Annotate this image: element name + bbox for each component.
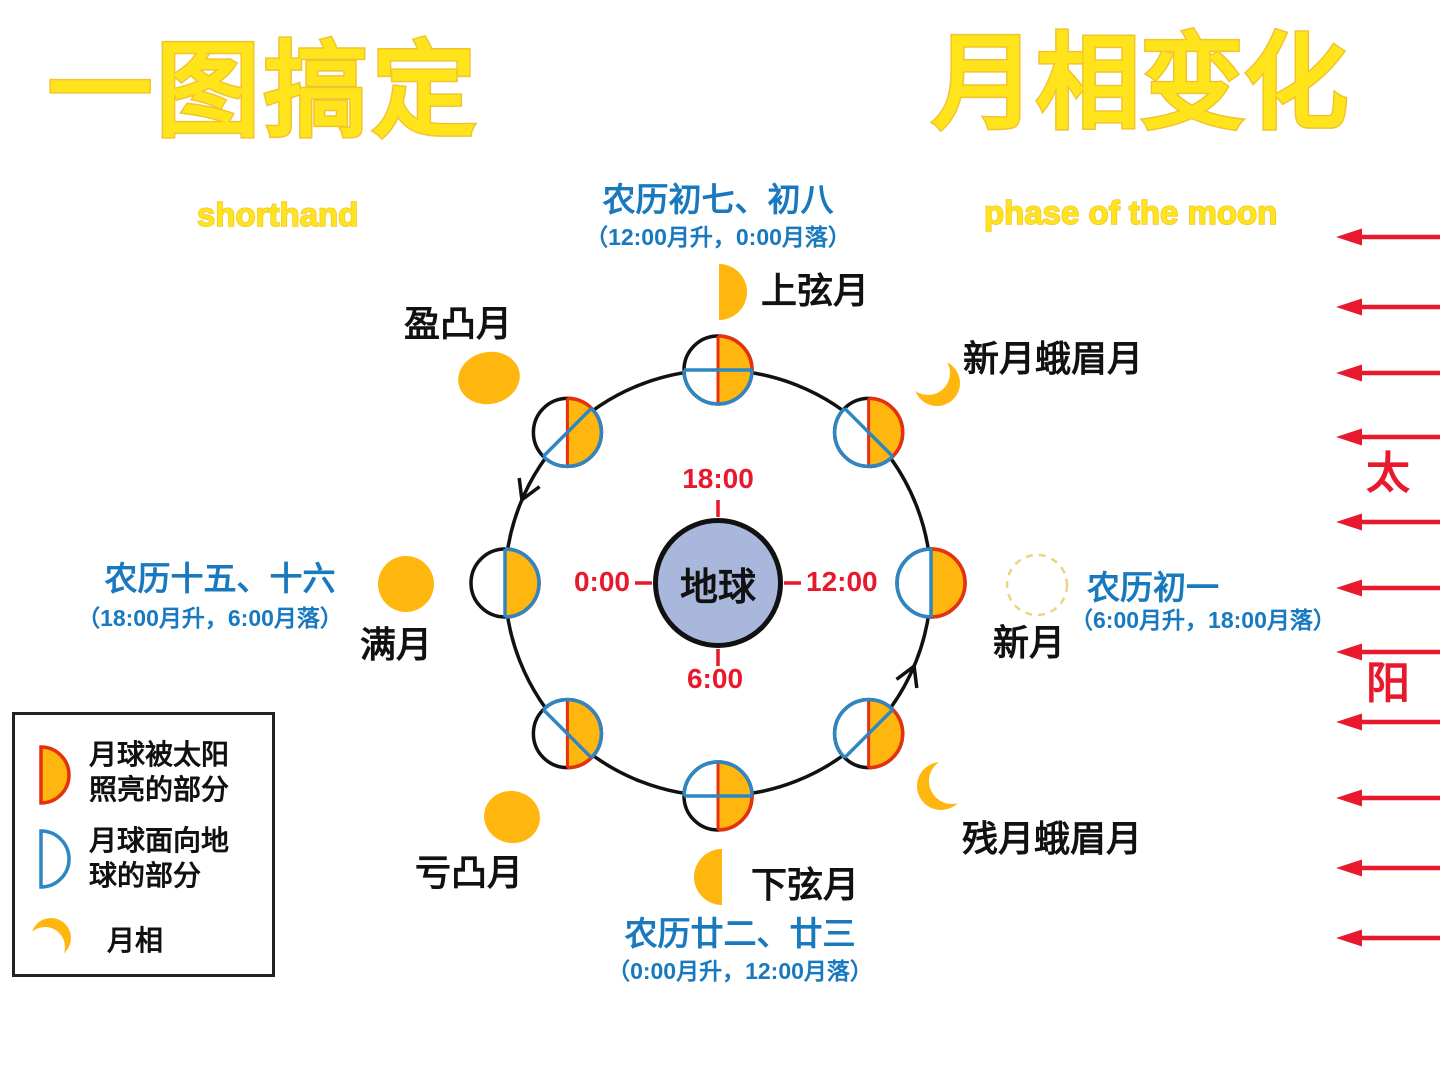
legend-item-earth-facing: 月球面向地球的部分 xyxy=(89,825,230,891)
clock-6: 6:00 xyxy=(686,663,744,694)
orbit-moon xyxy=(531,396,604,469)
sun-ray-arrow xyxy=(1336,513,1440,531)
legend-box: 月球被太阳照亮的部分 月球面向地球的部分 月相 xyxy=(12,712,275,977)
waning-gibbous-label: 亏凸月 xyxy=(415,852,524,893)
sunlit-half-icon xyxy=(39,745,71,805)
new-moon-label: 新月 xyxy=(993,622,1066,663)
earth-circle: 地球 xyxy=(653,518,783,648)
sun-ray-arrow xyxy=(1336,228,1440,246)
sun-ray-arrow xyxy=(1336,789,1440,807)
full-moon-date: 农历十五、十六 xyxy=(104,560,336,597)
orbit-moon xyxy=(895,547,967,619)
earth-label: 地球 xyxy=(679,566,756,609)
new-moon-times: （6:00月升，18:00月落） xyxy=(1070,607,1336,633)
waning-gibbous-moon-icon xyxy=(484,790,540,844)
sun-ray-arrow xyxy=(1336,713,1440,731)
first-quarter-moon-icon xyxy=(719,264,747,320)
orbit-moon xyxy=(832,697,905,770)
waxing-gibbous-moon-icon xyxy=(458,351,520,405)
page-title-left: 一图搞定 xyxy=(46,34,481,150)
sun-char-bottom: 阳 xyxy=(1366,659,1410,708)
clock-18: 18:00 xyxy=(682,463,754,494)
last-quarter-times: （0:00月升，12:00月落） xyxy=(607,958,873,984)
first-quarter-date: 农历初七、初八 xyxy=(602,181,834,218)
sun-ray-arrow xyxy=(1336,298,1440,316)
sun-ray-arrow xyxy=(1336,859,1440,877)
legend-item-sunlit: 月球被太阳照亮的部分 xyxy=(89,739,230,805)
orbit-direction-arrow xyxy=(517,477,541,504)
full-moon-icon xyxy=(378,556,434,612)
waning-crescent-label: 残月蛾眉月 xyxy=(962,818,1143,859)
waxing-gibbous-label: 盈凸月 xyxy=(404,303,513,344)
full-moon-label: 满月 xyxy=(360,624,433,665)
orbit-moon xyxy=(832,396,905,469)
moon-phase-icon xyxy=(28,918,71,965)
first-quarter-label: 上弦月 xyxy=(761,270,870,311)
clock-12: 12:00 xyxy=(806,566,878,597)
page-subtitle-left: shorthand xyxy=(196,196,359,233)
orbit-moons xyxy=(469,334,967,832)
first-quarter-times: （12:00月升，0:00月落） xyxy=(585,224,851,250)
new-moon-date: 农历初一 xyxy=(1087,569,1219,606)
last-quarter-moon-icon xyxy=(694,849,722,905)
sun-ray-arrow xyxy=(1336,579,1440,597)
sun-ray-arrow xyxy=(1336,643,1440,661)
full-moon-times: （18:00月升，6:00月落） xyxy=(77,605,343,631)
page-title-right: 月相变化 xyxy=(930,26,1349,142)
waxing-crescent-moon-icon xyxy=(912,354,960,406)
orbit-moon xyxy=(531,697,604,770)
legend-item-phase: 月相 xyxy=(107,925,164,956)
earth-time-ticks xyxy=(635,500,801,666)
orbit-direction-arrow xyxy=(895,662,919,689)
orbit-moon xyxy=(682,760,754,832)
earth-facing-half-icon xyxy=(39,829,71,889)
sun-ray-arrow xyxy=(1336,428,1440,446)
sun-char-top: 太 xyxy=(1366,449,1410,498)
sun-ray-arrow xyxy=(1336,364,1440,382)
orbit-moon xyxy=(469,547,541,619)
new-moon-icon xyxy=(1005,553,1069,617)
orbit-moon xyxy=(682,334,754,406)
waxing-crescent-label: 新月蛾眉月 xyxy=(963,338,1144,379)
sun-ray-arrow xyxy=(1336,929,1440,947)
waning-crescent-moon-icon xyxy=(917,760,968,810)
clock-0: 0:00 xyxy=(573,566,630,597)
last-quarter-date: 农历廿二、廿三 xyxy=(624,915,856,952)
last-quarter-label: 下弦月 xyxy=(751,864,860,905)
page-subtitle-right: phase of the moon xyxy=(983,194,1278,231)
sunlight-arrows xyxy=(1336,228,1440,947)
